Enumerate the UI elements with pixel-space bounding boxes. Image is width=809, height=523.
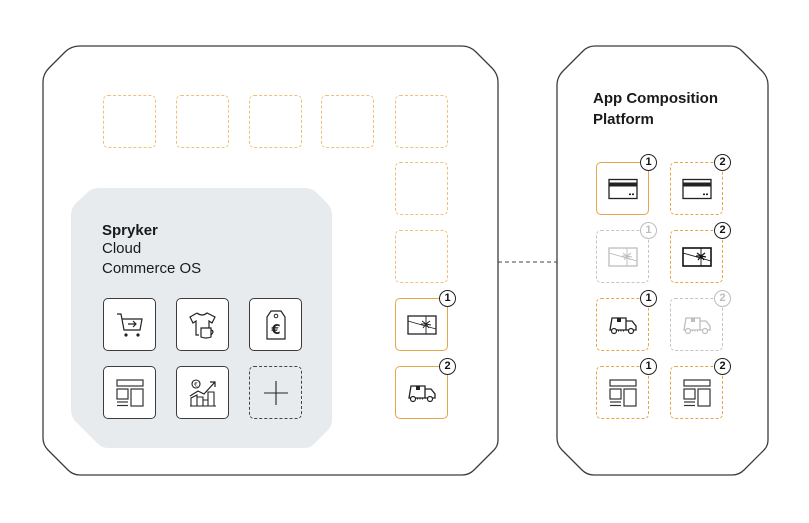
installed-delivery-app[interactable]: 2 [395,358,456,419]
empty-app-slot[interactable] [176,95,229,148]
acp-title: App Composition Platform [593,88,718,130]
variant-badge: 1 [439,290,456,307]
credit-card-icon [681,178,712,199]
layout-icon [115,378,144,407]
empty-app-slot[interactable] [395,230,448,283]
acp-gift-card-app-1[interactable]: 1 [596,222,657,283]
empty-app-slot[interactable] [321,95,374,148]
apparel-icon [188,311,216,339]
acp-content-app-1[interactable]: 1 [596,358,657,419]
svg-text:€: € [194,381,198,388]
variant-badge: 2 [714,290,731,307]
empty-app-slot[interactable] [395,162,448,215]
acp-delivery-app-1[interactable]: 1 [596,290,657,351]
variant-badge: 2 [714,358,731,375]
cart-icon [116,312,143,337]
cart-app[interactable] [103,298,156,351]
acp-payment-app-1[interactable]: 1 [596,154,657,215]
variant-badge: 1 [640,222,657,239]
product-line-2: Cloud [102,240,142,257]
credit-card-icon [607,178,638,199]
apparel-app[interactable] [176,298,229,351]
acp-gift-card-app-2[interactable]: 2 [670,222,731,283]
analytics-app[interactable]: € [176,366,229,419]
empty-app-slot[interactable] [395,95,448,148]
core-title: Spryker Cloud Commerce OS [102,222,201,279]
empty-app-slot[interactable] [249,95,302,148]
product-line-3: Commerce OS [102,260,202,277]
installed-gift-card-app[interactable]: 1 [395,290,456,351]
price-tag-icon: € [265,309,286,340]
acp-title-line2: Platform [593,111,654,128]
variant-badge: 1 [640,154,657,171]
add-icon [263,380,288,405]
gift-card-icon [607,246,638,267]
acp-delivery-app-2[interactable]: 2 [670,290,731,351]
gift-card-icon [406,314,437,335]
acp-content-app-2[interactable]: 2 [670,358,731,419]
variant-badge: 1 [640,290,657,307]
variant-badge: 2 [714,154,731,171]
layout-icon [608,378,637,407]
variant-badge: 1 [640,358,657,375]
acp-payment-app-2[interactable]: 2 [670,154,731,215]
content-layout-app[interactable] [103,366,156,419]
add-app-button[interactable] [249,366,302,419]
analytics-icon: € [189,378,216,407]
variant-badge: 2 [439,358,456,375]
delivery-truck-icon [407,384,436,402]
delivery-truck-icon [608,316,637,334]
variant-badge: 2 [714,222,731,239]
brand-name: Spryker [102,222,158,239]
layout-icon [682,378,711,407]
svg-text:€: € [270,323,280,338]
delivery-truck-icon [682,316,711,334]
empty-app-slot[interactable] [103,95,156,148]
acp-title-line1: App Composition [593,90,718,107]
pricing-app[interactable]: € [249,298,302,351]
gift-card-icon [681,246,712,267]
